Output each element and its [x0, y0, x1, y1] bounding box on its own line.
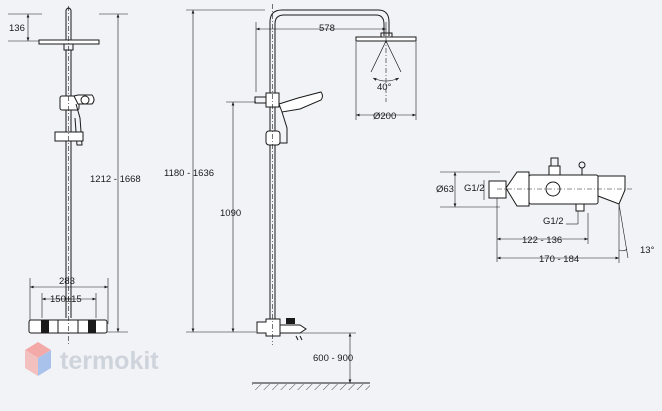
mid-spout-outlet [295, 335, 303, 341]
right-inlet-thread-label: G1/2 [464, 183, 485, 194]
mid-diverter-knob [286, 318, 295, 324]
right-mixer-body [528, 174, 599, 205]
termokit-logo: termokit [25, 342, 159, 376]
left-width-label: 283 [59, 276, 75, 287]
mid-head-diameter-label: Ø200 [373, 111, 396, 122]
left-handshower-face [80, 95, 90, 105]
right-total-depth-label: 170 - 184 [539, 254, 579, 265]
left-top-pipe [65, 10, 72, 40]
mid-slider-holder [265, 130, 281, 146]
mid-handshower-hose [280, 111, 288, 144]
right-outlet-thread-label: G1/2 [543, 216, 564, 227]
right-angle-ray [618, 203, 629, 259]
left-head-height-label: 136 [9, 23, 25, 34]
mid-mount-height-label: 600 - 900 [313, 353, 353, 364]
logo-left-face [25, 350, 38, 376]
mid-overhead-arm-inner [274, 14, 385, 88]
right-top-outlet-nut [550, 157, 559, 167]
mid-total-height-label: 1180 - 1636 [164, 168, 214, 179]
mid-handshower [278, 91, 323, 113]
right-diverter-knob [578, 161, 586, 169]
left-mixer-knob-right [88, 320, 96, 333]
mid-wall-bracket-top [254, 96, 267, 104]
mid-arm-label: 578 [319, 23, 335, 34]
logo-wordmark: termokit [60, 347, 159, 375]
left-riser-rail [65, 50, 72, 318]
mid-floor-hatch [252, 384, 370, 390]
mid-spray-label: 40° [377, 82, 392, 93]
left-bracket [54, 131, 84, 142]
right-bath-spout [597, 175, 626, 205]
mid-overhead-arm-outer [269, 9, 390, 88]
mid-riser-rail [269, 88, 276, 322]
left-inlet-label: 150±15 [50, 294, 82, 305]
mid-spray-cone [370, 40, 402, 73]
mid-mixer-body [256, 318, 281, 337]
right-dia-label: Ø63 [436, 184, 454, 195]
left-mixer-knob-left [41, 320, 49, 333]
mid-head-joint [380, 32, 393, 38]
mid-bath-spout [279, 324, 307, 334]
middle-view: 578 40° Ø200 1180 - 1636 1090 [164, 4, 417, 390]
left-view: 136 1212 - 1668 283 150±15 [8, 6, 141, 345]
right-angle-label: 13° [640, 245, 655, 256]
right-spout-depth-label: 122 - 136 [522, 235, 562, 246]
left-mixer-grooves [57, 320, 79, 333]
mid-handshower-height-label: 1090 [220, 208, 241, 219]
left-height-label: 1212 - 1668 [90, 174, 141, 185]
right-inlet-connector [488, 180, 507, 199]
right-angle-arc [618, 248, 628, 252]
logo-right-face [38, 350, 51, 376]
right-view: Ø63 G1/2 G1/2 122 - 136 170 - 184 13° [436, 157, 655, 265]
right-top-outlet [548, 165, 561, 176]
left-shower-head [38, 39, 100, 45]
right-bottom-outlet [575, 203, 585, 212]
